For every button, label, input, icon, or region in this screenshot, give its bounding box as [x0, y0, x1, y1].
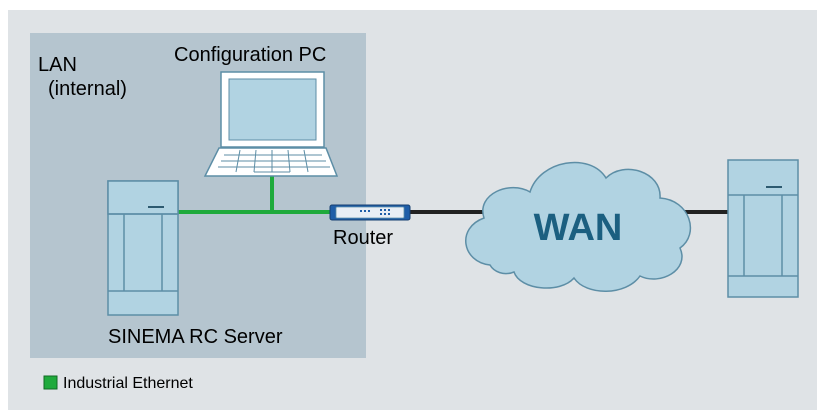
sinema-rc-server-icon — [107, 180, 179, 316]
sinema-rc-server-label: SINEMA RC Server — [108, 326, 283, 348]
router-icon — [329, 204, 411, 221]
configuration-pc-icon — [203, 71, 339, 177]
lan-label-line2: (internal) — [48, 78, 127, 100]
legend-label: Industrial Ethernet — [63, 375, 193, 392]
remote-device-icon — [727, 159, 799, 298]
router-label: Router — [333, 227, 393, 249]
lan-label-line1: LAN — [38, 54, 77, 76]
configuration-pc-label: Configuration PC — [174, 44, 326, 66]
wan-label: WAN — [534, 207, 623, 249]
wan-cloud-icon — [465, 161, 691, 292]
legend-swatch — [43, 375, 58, 390]
